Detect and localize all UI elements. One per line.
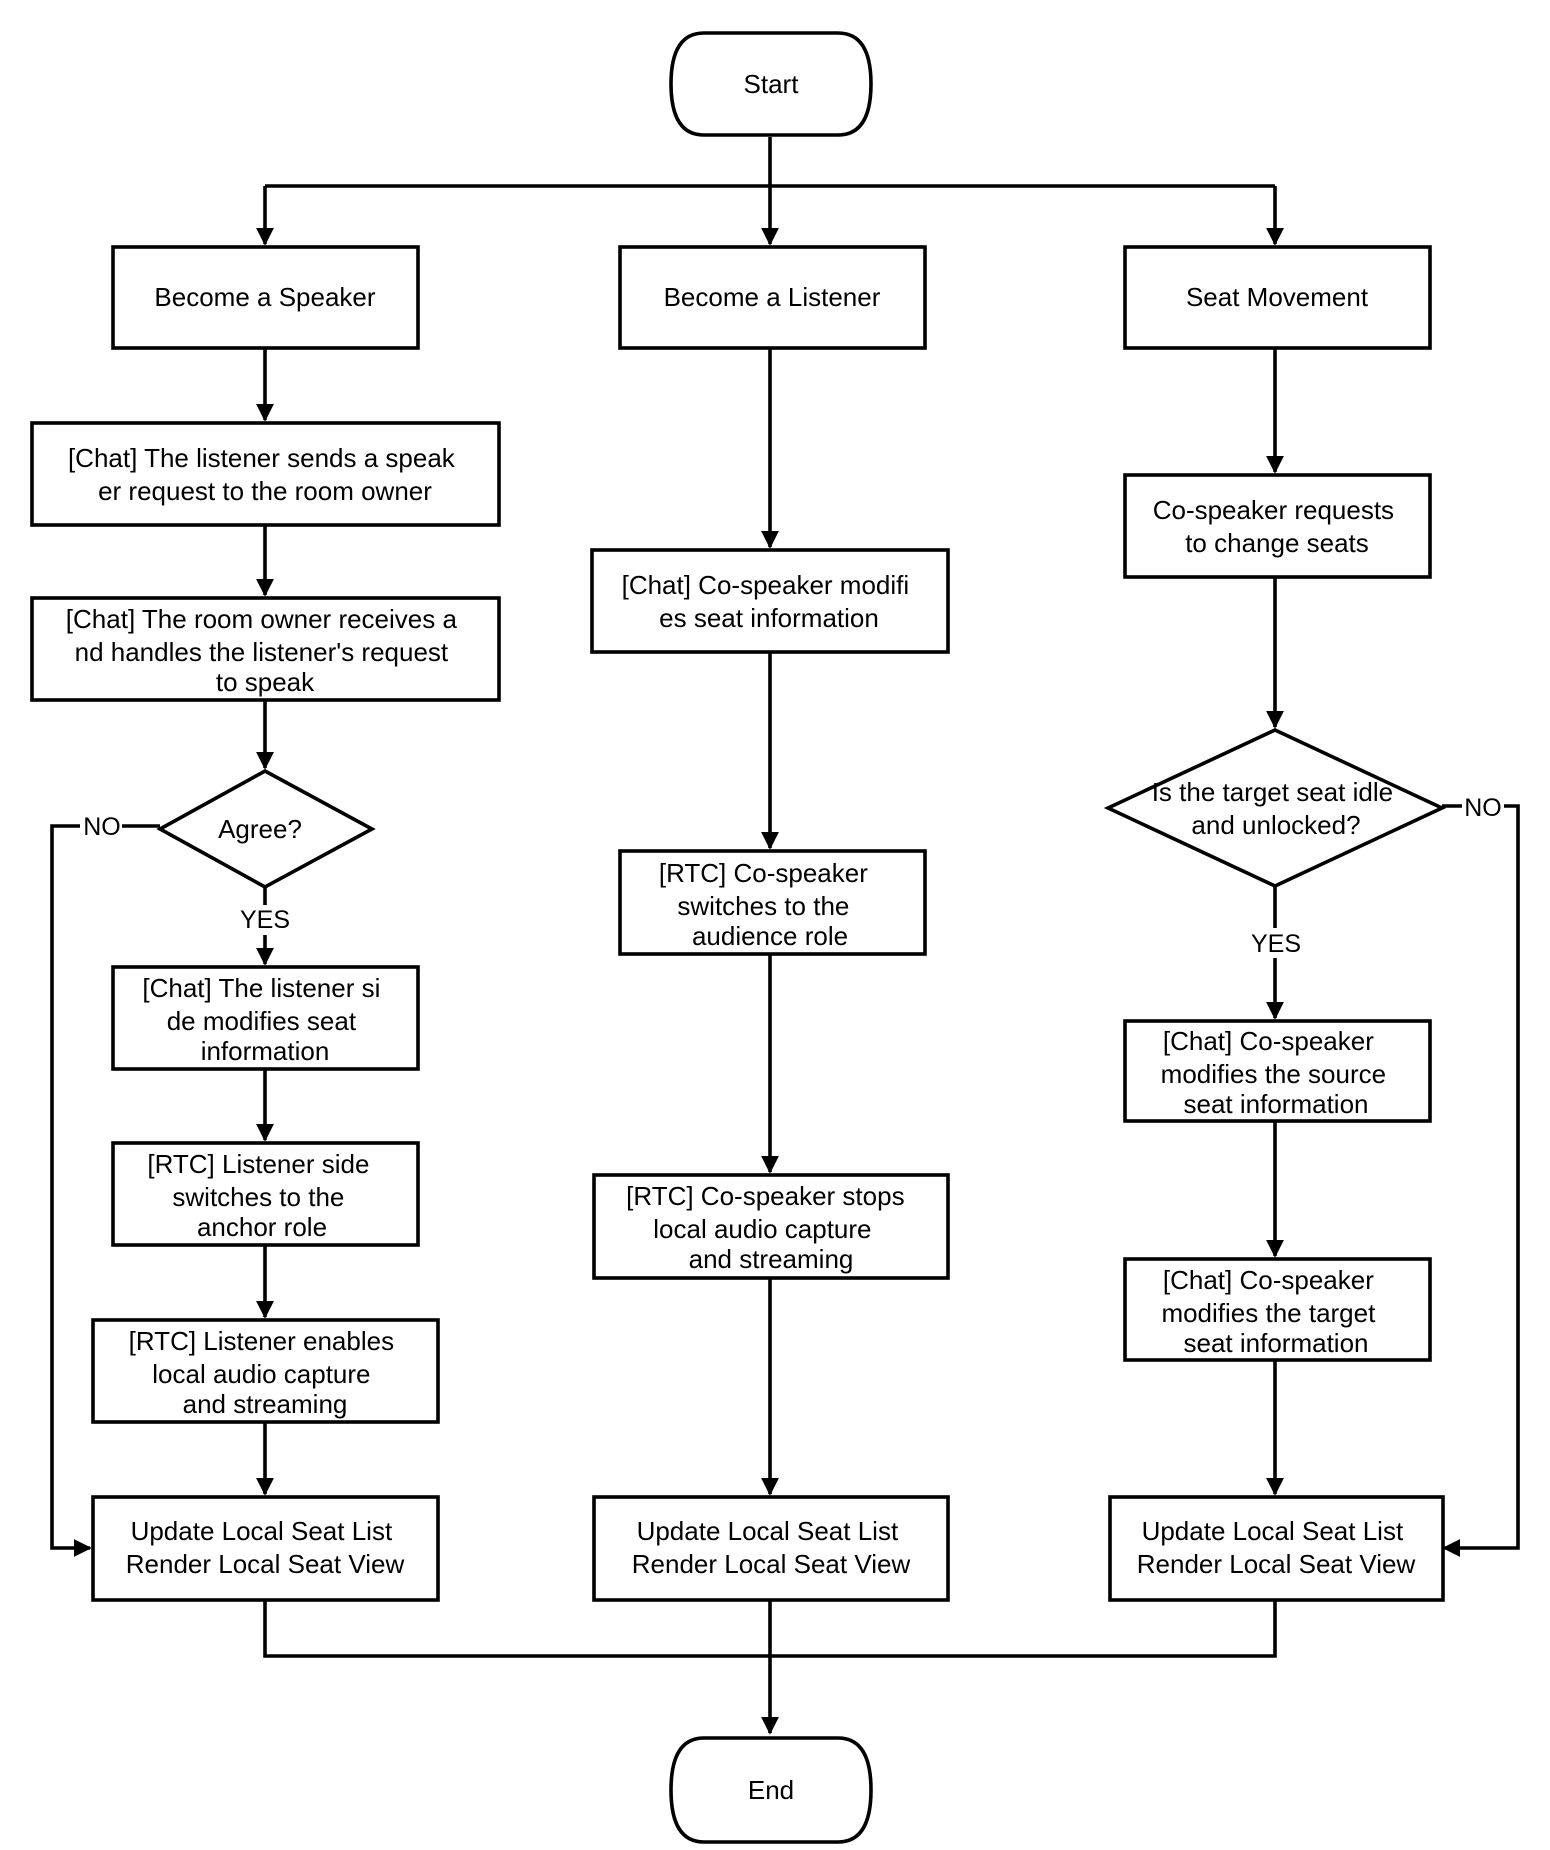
seat-movement-box: Seat Movement bbox=[1123, 245, 1432, 350]
listener-enables-audio-line-2: local audio capture bbox=[152, 1359, 370, 1389]
listener-anchor-role-line-2: switches to the bbox=[172, 1182, 344, 1212]
modify-target-seat-line-3: seat information bbox=[1184, 1328, 1369, 1358]
svg-text:Is the target seat idle: Is the target seat idle and unlocked? bbox=[1152, 777, 1401, 840]
change-seats-request-box: Co-speaker requests to change seats bbox=[1123, 473, 1432, 579]
idle-no-label: NO bbox=[1464, 794, 1502, 822]
movement-update-seat-box: Update Local Seat List Render Local Seat… bbox=[1108, 1495, 1445, 1602]
listener-modifies-seat-line-3: information bbox=[201, 1036, 330, 1066]
start-terminal: Start bbox=[669, 31, 873, 137]
listener-enables-audio-box: [RTC] Listener enables local audio captu… bbox=[91, 1318, 440, 1424]
svg-text:[RTC] Co-speaker stops l: [RTC] Co-speaker stops local audio captu… bbox=[626, 1181, 912, 1274]
cospeaker-stops-audio-line-3: and streaming bbox=[689, 1244, 854, 1274]
end-terminal: End bbox=[669, 1736, 873, 1844]
svg-text:[Chat] The listener si d: [Chat] The listener si de modifies seat … bbox=[142, 973, 387, 1066]
listener-modifies-seat-line-1: [Chat] The listener si bbox=[142, 973, 380, 1003]
owner-handles-line-2: nd handles the listener's request bbox=[75, 637, 449, 667]
speaker-request-line-2: er request to the room owner bbox=[98, 476, 432, 506]
seat-idle-decision: Is the target seat idle and unlocked? bbox=[1103, 728, 1447, 888]
svg-text:[RTC] Co-speaker switche: [RTC] Co-speaker switches to the audienc… bbox=[659, 858, 875, 951]
seat-idle-line-1: Is the target seat idle bbox=[1152, 777, 1393, 807]
modify-source-seat-line-3: seat information bbox=[1184, 1089, 1369, 1119]
cospeaker-modifies-seat-box: [Chat] Co-speaker modifi es seat informa… bbox=[590, 548, 950, 654]
cospeaker-stops-audio-box: [RTC] Co-speaker stops local audio captu… bbox=[592, 1173, 950, 1280]
listener-anchor-role-box: [RTC] Listener side switches to the anch… bbox=[111, 1141, 420, 1247]
movement-update-line-2: Render Local Seat View bbox=[1137, 1549, 1416, 1579]
cospeaker-audience-role-line-3: audience role bbox=[692, 921, 848, 951]
speaker-request-line-1: [Chat] The listener sends a speak bbox=[68, 443, 456, 473]
connectors bbox=[50, 137, 1520, 1735]
speaker-request-box: [Chat] The listener sends a speak er req… bbox=[30, 421, 501, 527]
speaker-update-seat-box: Update Local Seat List Render Local Seat… bbox=[91, 1495, 440, 1602]
modify-source-seat-box: [Chat] Co-speaker modifies the source se… bbox=[1123, 1019, 1432, 1123]
seat-idle-line-2: and unlocked? bbox=[1191, 810, 1360, 840]
svg-text:[Chat] Co-speaker modifi: [Chat] Co-speaker modifi es seat informa… bbox=[622, 570, 917, 633]
become-speaker-label: Become a Speaker bbox=[154, 282, 375, 312]
cospeaker-modifies-seat-line-1: [Chat] Co-speaker modifi bbox=[622, 570, 910, 600]
cospeaker-audience-role-line-2: switches to the bbox=[677, 891, 849, 921]
cospeaker-modifies-seat-line-2: es seat information bbox=[659, 603, 879, 633]
listener-update-line-1: Update Local Seat List bbox=[637, 1516, 899, 1546]
listener-modifies-seat-box: [Chat] The listener si de modifies seat … bbox=[111, 965, 420, 1071]
modify-source-seat-line-2: modifies the source bbox=[1161, 1059, 1386, 1089]
speaker-update-line-2: Render Local Seat View bbox=[126, 1549, 405, 1579]
modify-target-seat-box: [Chat] Co-speaker modifies the target se… bbox=[1123, 1257, 1432, 1362]
svg-text:[Chat] The listener sends a sp: [Chat] The listener sends a speak er req… bbox=[68, 443, 462, 506]
svg-text:[RTC] Listener side swit: [RTC] Listener side switches to the anch… bbox=[147, 1149, 376, 1242]
become-listener-label: Become a Listener bbox=[664, 282, 881, 312]
listener-update-line-2: Render Local Seat View bbox=[632, 1549, 911, 1579]
change-seats-request-line-2: to change seats bbox=[1185, 528, 1369, 558]
movement-update-line-1: Update Local Seat List bbox=[1142, 1516, 1404, 1546]
svg-text:[Chat] Co-speaker modifi: [Chat] Co-speaker modifies the target se… bbox=[1161, 1265, 1382, 1358]
agree-no-label: NO bbox=[83, 813, 121, 841]
become-listener-box: Become a Listener bbox=[618, 245, 927, 350]
listener-enables-audio-line-3: and streaming bbox=[183, 1389, 348, 1419]
owner-handles-line-3: to speak bbox=[216, 667, 315, 697]
modify-source-seat-line-1: [Chat] Co-speaker bbox=[1163, 1026, 1374, 1056]
svg-text:Co-speaker requests to c: Co-speaker requests to change seats bbox=[1153, 495, 1402, 558]
modify-target-seat-line-2: modifies the target bbox=[1161, 1298, 1376, 1328]
listener-enables-audio-line-1: [RTC] Listener enables bbox=[129, 1326, 394, 1356]
svg-text:[RTC] Listener enables l: [RTC] Listener enables local audio captu… bbox=[129, 1326, 402, 1419]
owner-handles-box: [Chat] The room owner receives a nd hand… bbox=[30, 596, 501, 702]
svg-text:Update Local Seat List R: Update Local Seat List Render Local Seat… bbox=[632, 1516, 911, 1579]
listener-modifies-seat-line-2: de modifies seat bbox=[167, 1006, 357, 1036]
cospeaker-audience-role-line-1: [RTC] Co-speaker bbox=[659, 858, 868, 888]
modify-target-seat-line-1: [Chat] Co-speaker bbox=[1163, 1265, 1374, 1295]
edge-labels: NO YES NO YES bbox=[80, 792, 1504, 958]
become-speaker-box: Become a Speaker bbox=[111, 245, 420, 350]
cospeaker-audience-role-box: [RTC] Co-speaker switches to the audienc… bbox=[618, 849, 927, 956]
speaker-update-line-1: Update Local Seat List bbox=[131, 1516, 393, 1546]
edge-idle-no bbox=[1442, 804, 1520, 1557]
agree-decision: Agree? bbox=[156, 768, 376, 890]
owner-handles-line-1: [Chat] The room owner receives a bbox=[66, 604, 458, 634]
idle-yes-label: YES bbox=[1251, 930, 1301, 958]
cospeaker-stops-audio-line-2: local audio capture bbox=[653, 1214, 871, 1244]
svg-text:Update Local Seat List R: Update Local Seat List Render Local Seat… bbox=[1137, 1516, 1416, 1579]
change-seats-request-line-1: Co-speaker requests bbox=[1153, 495, 1394, 525]
svg-text:[Chat] The room owner receives: [Chat] The room owner receives a nd hand… bbox=[66, 604, 464, 697]
agree-label: Agree? bbox=[218, 814, 302, 844]
start-label: Start bbox=[744, 69, 800, 99]
svg-text:Update Local Seat List R: Update Local Seat List Render Local Seat… bbox=[126, 1516, 405, 1579]
listener-anchor-role-line-3: anchor role bbox=[197, 1212, 327, 1242]
svg-text:[Chat] Co-speaker modifi: [Chat] Co-speaker modifies the source se… bbox=[1161, 1026, 1394, 1119]
cospeaker-stops-audio-line-1: [RTC] Co-speaker stops bbox=[626, 1181, 904, 1211]
agree-yes-label: YES bbox=[240, 906, 290, 934]
listener-update-seat-box: Update Local Seat List Render Local Seat… bbox=[592, 1495, 950, 1602]
listener-anchor-role-line-1: [RTC] Listener side bbox=[147, 1149, 369, 1179]
end-label: End bbox=[748, 1775, 794, 1805]
seat-movement-label: Seat Movement bbox=[1186, 282, 1369, 312]
